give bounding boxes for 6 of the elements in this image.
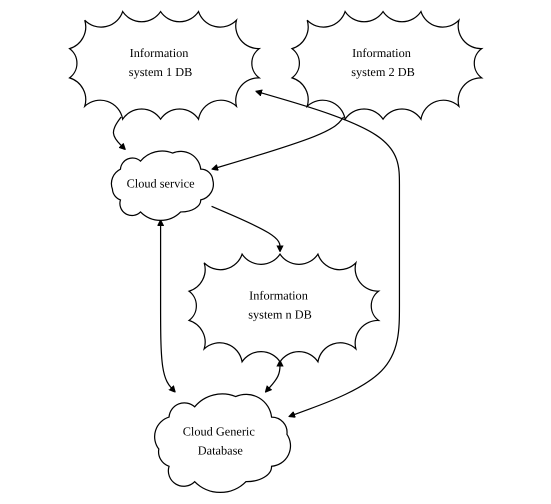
arrow: [156, 219, 176, 393]
arrow: [264, 360, 284, 393]
arrow: [254, 89, 400, 418]
arrow: [211, 206, 284, 252]
arrow: [112, 116, 126, 150]
arrow: [211, 116, 344, 171]
